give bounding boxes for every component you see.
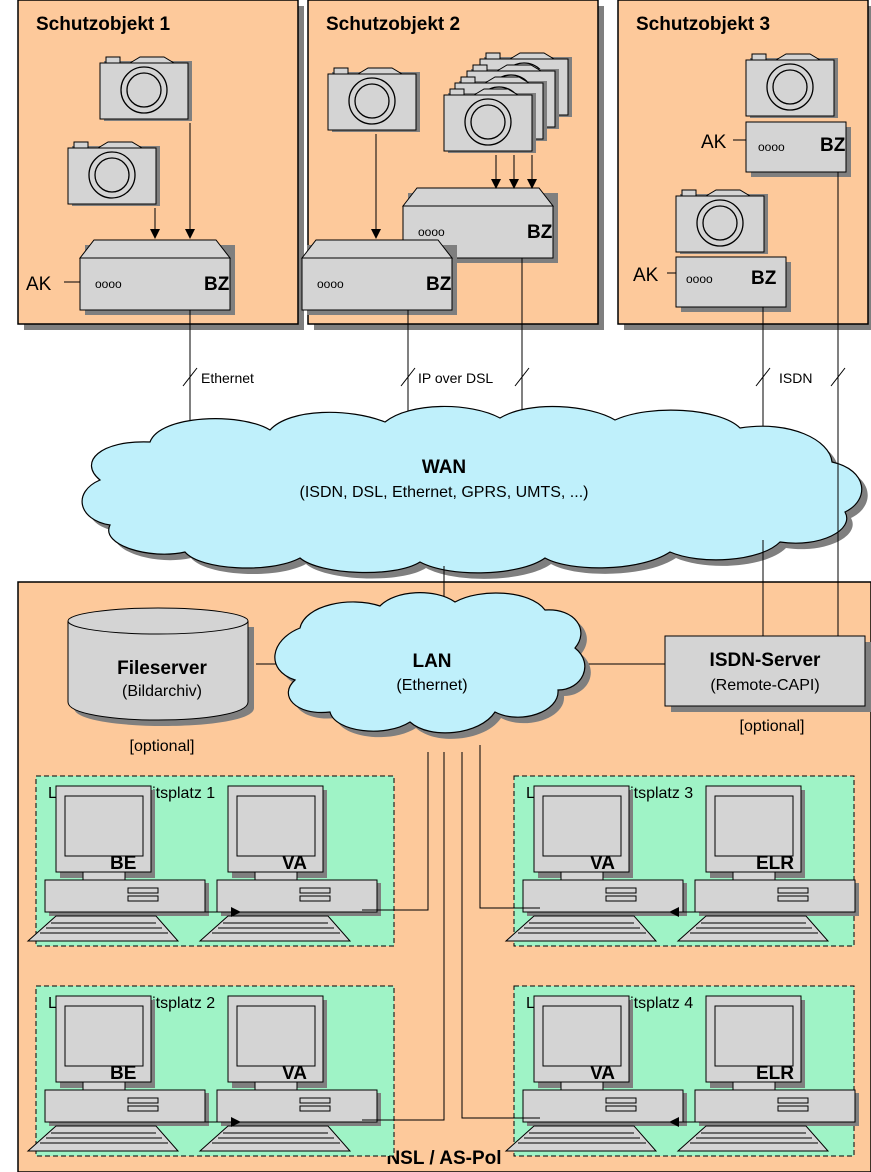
pc-label: VA bbox=[282, 1063, 307, 1084]
pc-label: BE bbox=[110, 853, 136, 874]
site-1-title: Schutzobjekt 1 bbox=[36, 14, 171, 35]
wan-cloud: WAN (ISDN, DSL, Ethernet, GPRS, UMTS, ..… bbox=[81, 405, 868, 579]
camera-icon bbox=[99, 56, 193, 122]
wan-subtitle: (ISDN, DSL, Ethernet, GPRS, UMTS, ...) bbox=[300, 484, 589, 501]
bz-box bbox=[301, 239, 458, 316]
isdn-server-subtitle: (Remote-CAPI) bbox=[710, 677, 819, 694]
uplinks bbox=[182, 172, 846, 448]
camera-icon bbox=[443, 88, 537, 154]
svg-text:oooo: oooo bbox=[686, 272, 713, 286]
ak-label: AK bbox=[701, 132, 727, 153]
bz-box-with-camera: oooo BZ bbox=[675, 256, 791, 312]
svg-text:BZ: BZ bbox=[751, 268, 777, 289]
fileserver: Fileserver (Bildarchiv) [optional] bbox=[67, 607, 254, 755]
isdn-server: ISDN-Server (Remote-CAPI) [optional] bbox=[664, 635, 871, 735]
lan-links bbox=[362, 745, 540, 1121]
camera-icon bbox=[327, 67, 421, 133]
camera-icon bbox=[675, 189, 769, 255]
pc-label: VA bbox=[282, 853, 307, 874]
isdn-server-title: ISDN-Server bbox=[710, 650, 821, 671]
svg-text:oooo: oooo bbox=[758, 140, 785, 154]
ethernet-label: Ethernet bbox=[201, 370, 254, 386]
isdn-label: ISDN bbox=[779, 370, 812, 386]
svg-text:BZ: BZ bbox=[820, 135, 846, 156]
site-2-title: Schutzobjekt 2 bbox=[326, 14, 460, 35]
camera-icon bbox=[67, 141, 161, 207]
lan-subtitle: (Ethernet) bbox=[396, 677, 467, 694]
control-center-title: NSL / AS-Pol bbox=[386, 1148, 501, 1169]
pc-label: ELR bbox=[756, 853, 794, 874]
ak-label: AK bbox=[633, 265, 659, 286]
bz-box bbox=[79, 239, 236, 316]
bz-box-with-camera: oooo BZ bbox=[745, 121, 851, 177]
pc-label: VA bbox=[590, 1063, 615, 1084]
ak-label: AK bbox=[26, 274, 52, 295]
pc-label: VA bbox=[590, 853, 615, 874]
wan-title: WAN bbox=[422, 457, 466, 478]
site-3-title: Schutzobjekt 3 bbox=[636, 14, 770, 35]
fileserver-subtitle: (Bildarchiv) bbox=[122, 683, 202, 700]
isdn-server-note: [optional] bbox=[740, 718, 805, 735]
lan-title: LAN bbox=[412, 651, 451, 672]
fileserver-title: Fileserver bbox=[117, 658, 207, 679]
pc-label: BE bbox=[110, 1063, 136, 1084]
pc-label: ELR bbox=[756, 1063, 794, 1084]
lan-cloud: LAN (Ethernet) bbox=[274, 592, 591, 739]
ip-over-dsl-label: IP over DSL bbox=[418, 370, 493, 386]
camera-icon bbox=[745, 53, 839, 119]
fileserver-note: [optional] bbox=[130, 738, 195, 755]
